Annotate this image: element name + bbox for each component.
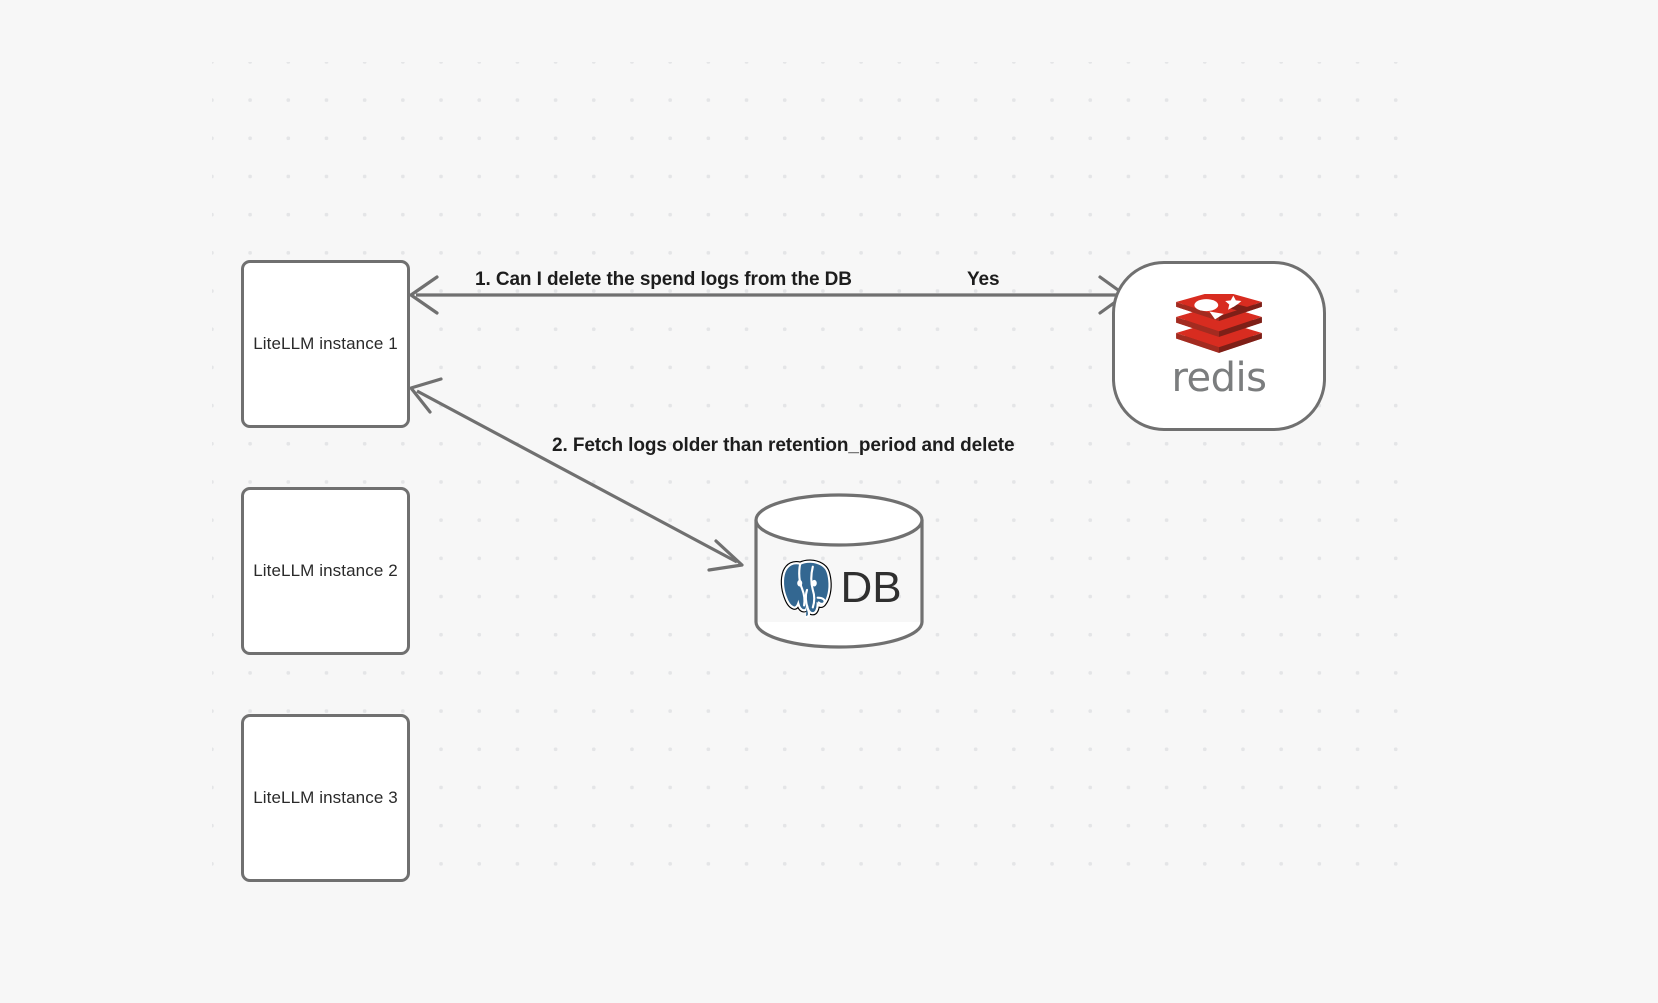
edge-instance1-database[interactable] [409, 377, 744, 572]
database-label: DB [840, 563, 902, 612]
node-litellm-instance-2[interactable]: LiteLLM instance 2 [241, 487, 410, 655]
node-label: LiteLLM instance 2 [253, 561, 398, 580]
node-redis[interactable]: redis [1112, 261, 1326, 431]
edge-label-yes: Yes [967, 269, 1000, 290]
node-database[interactable]: DB [753, 493, 925, 649]
arrowhead-upper-left [409, 377, 443, 414]
node-label: LiteLLM instance 1 [253, 334, 398, 353]
redis-wordmark: redis [1171, 355, 1267, 401]
node-litellm-instance-3[interactable]: LiteLLM instance 3 [241, 714, 410, 882]
arrowhead-left [409, 275, 439, 315]
node-litellm-instance-1[interactable]: LiteLLM instance 1 [241, 260, 410, 428]
arrowhead-lower-right [707, 539, 744, 572]
edge-label-step-1: 1. Can I delete the spend logs from the … [475, 269, 852, 290]
cylinder-shape-icon [754, 493, 924, 649]
redis-logo-icon [1176, 294, 1262, 353]
postgresql-elephant-icon [781, 559, 833, 619]
node-label: LiteLLM instance 3 [253, 788, 398, 807]
database-logo-group: DB [753, 545, 925, 631]
edge-label-step-2: 2. Fetch logs older than retention_perio… [552, 435, 1015, 456]
